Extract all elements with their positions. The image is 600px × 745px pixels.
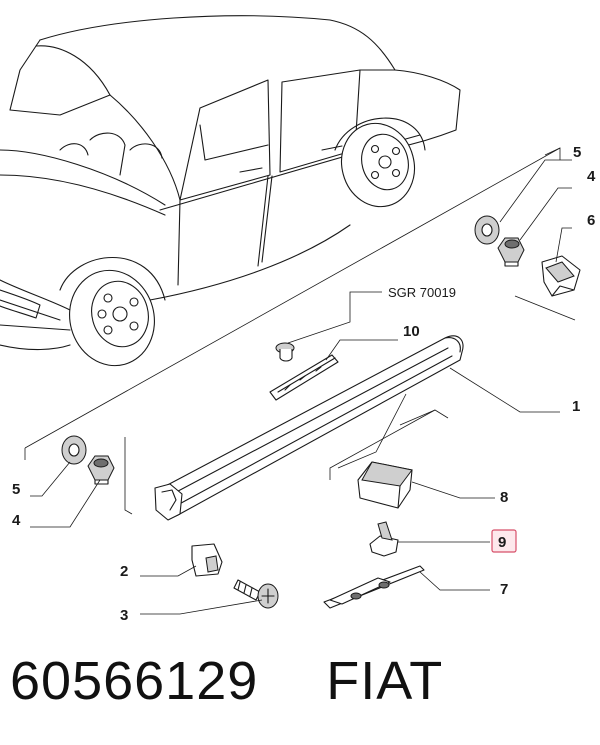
callout-3: 3 xyxy=(120,607,128,624)
clip-nut-part xyxy=(191,543,223,577)
callout-8: 8 xyxy=(500,489,508,506)
front-wheel-icon xyxy=(69,269,155,367)
reference-sgr-70019: SGR 70019 xyxy=(388,285,456,300)
pin-part xyxy=(275,342,295,362)
nut-part-left xyxy=(87,455,115,485)
clip-strip-part xyxy=(269,354,339,401)
washer-part-left xyxy=(61,435,87,465)
car-illustration xyxy=(0,15,461,367)
callout-4-right: 4 xyxy=(587,168,596,185)
nut-part-right xyxy=(497,237,525,267)
callout-10: 10 xyxy=(403,323,420,340)
callout-9-highlight xyxy=(491,529,517,553)
plate-part xyxy=(323,565,425,609)
end-cap-part xyxy=(541,255,581,297)
callout-9: 9 xyxy=(498,534,506,551)
washer-part-right xyxy=(474,215,500,245)
part-number: 60566129 xyxy=(10,651,259,711)
sill-molding-part xyxy=(154,335,464,521)
callout-5-right: 5 xyxy=(573,144,581,161)
part-caption: 60566129 FIAT xyxy=(10,650,443,712)
callout-4-left: 4 xyxy=(12,512,21,529)
callout-6: 6 xyxy=(587,212,595,229)
callout-1: 1 xyxy=(572,398,580,415)
screw-part xyxy=(233,579,279,609)
bracket-block-part xyxy=(357,461,413,509)
callout-5-left: 5 xyxy=(12,481,20,498)
callout-2: 2 xyxy=(120,563,128,580)
callout-7: 7 xyxy=(500,581,508,598)
rear-wheel-icon xyxy=(341,122,415,208)
small-clip-part xyxy=(369,521,399,557)
brand-name: FIAT xyxy=(326,651,444,711)
leader-lines xyxy=(30,159,572,615)
